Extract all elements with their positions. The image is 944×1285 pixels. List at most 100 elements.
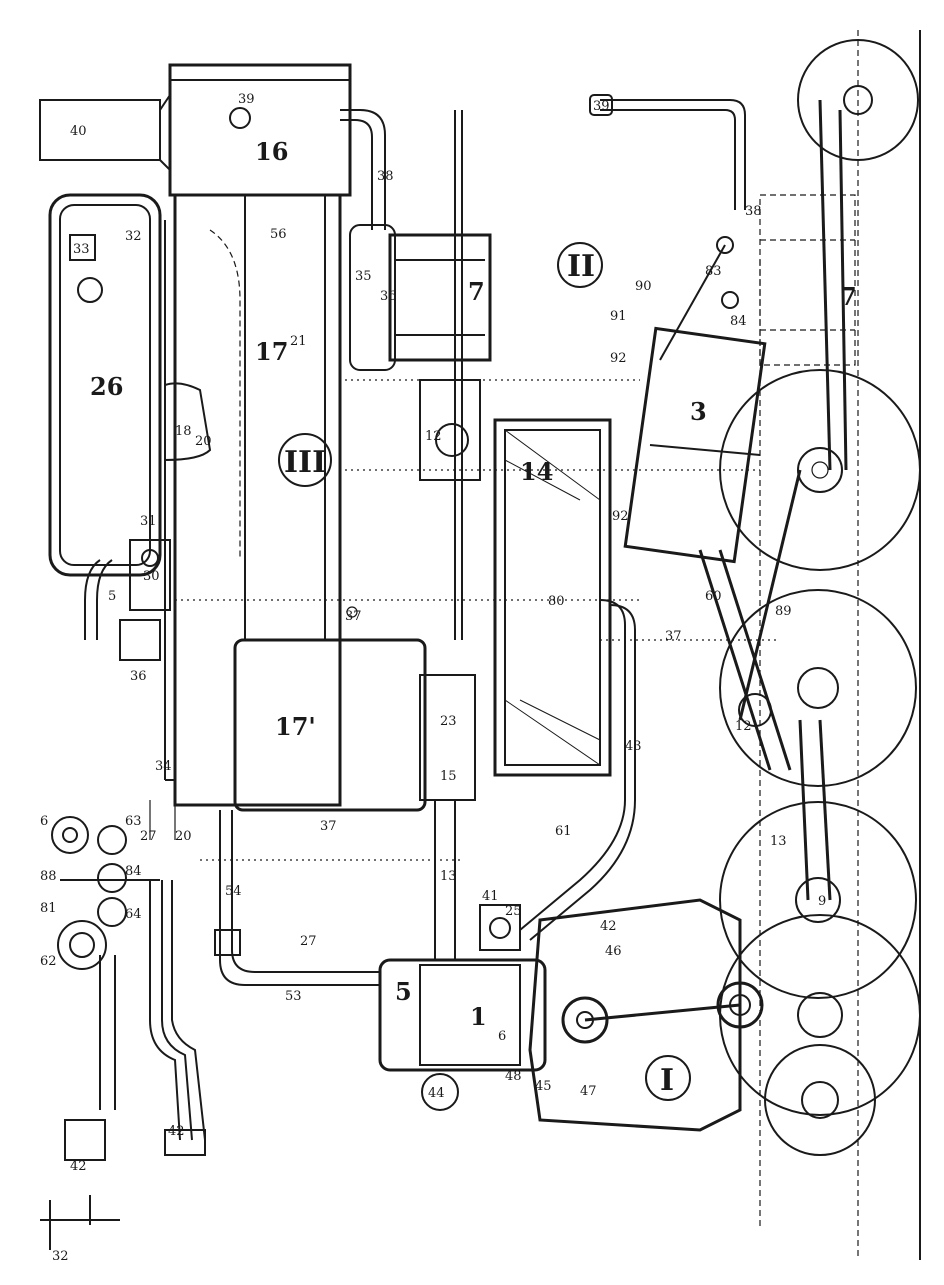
label-62: 62 (40, 954, 57, 969)
label-54: 54 (225, 884, 242, 899)
label-37-bottom: 37 (320, 819, 337, 834)
label-84-detail: 84 (125, 864, 142, 879)
radiator-26: 26 33 32 (48, 193, 162, 577)
label-5-engine: 5 (395, 977, 412, 1006)
pipe-13-lower: 13 (434, 800, 457, 960)
label-60: 60 (705, 589, 722, 604)
compressor-12-prime: 12 (419, 379, 481, 481)
label-44: 44 (428, 1086, 445, 1101)
label-5: 5 (108, 589, 116, 604)
left-scale: 27 20 34 36 (130, 669, 192, 844)
label-34: 34 (155, 759, 172, 774)
wheel-4 (719, 801, 917, 999)
wheel-5 (719, 914, 921, 1116)
label-39-right: 39 (593, 99, 610, 114)
frame-17: 17 56 21 (173, 193, 342, 807)
label-33: 33 (73, 242, 90, 257)
label-14: 14 (520, 457, 553, 486)
label-27-left: 27 (140, 829, 157, 844)
pipe-27-loop: 27 54 53 (214, 810, 380, 1004)
wheel-6 (764, 1044, 876, 1156)
label-13-lower: 13 (440, 869, 457, 884)
linkage-right: 39 38 90 91 83 84 (589, 94, 762, 361)
label-43: 43 (625, 739, 642, 754)
label-38-right: 38 (745, 204, 762, 219)
label-47: 47 (580, 1084, 597, 1099)
wheel-3 (719, 589, 917, 787)
detail-bracket: 32 (40, 1195, 120, 1264)
unit-18: 18 20 (164, 382, 212, 462)
label-13: 13 (770, 834, 787, 849)
label-23: 23 (440, 714, 457, 729)
label-17-prime: 17' (275, 712, 316, 741)
label-42: 42 (600, 919, 617, 934)
label-12: 12 (735, 719, 752, 734)
engine-block: 1 5 6 42 46 47 48 45 (378, 898, 764, 1132)
wheel-2 (719, 369, 921, 571)
exhaust-cone: 40 (39, 91, 171, 173)
gauge-44: 44 (421, 1073, 459, 1111)
label-27: 27 (300, 934, 317, 949)
service-lines (175, 379, 780, 861)
label-84: 84 (730, 314, 747, 329)
label-80: 80 (548, 594, 565, 609)
label-1: 1 (470, 1002, 487, 1031)
label-31: 31 (140, 514, 157, 529)
fitting-41: 41 25 (479, 889, 522, 951)
label-3: 3 (690, 397, 707, 426)
label-41: 41 (482, 889, 499, 904)
track-line (857, 30, 921, 1260)
tank-16: 16 39 (168, 63, 352, 197)
label-64: 64 (125, 907, 142, 922)
label-26: 26 (90, 372, 123, 401)
label-6: 6 (498, 1029, 506, 1044)
label-21: 21 (290, 334, 307, 349)
cylinder-3-assembly: 3 92 92 (610, 326, 767, 564)
label-32: 32 (125, 229, 142, 244)
label-36: 36 (380, 289, 397, 304)
label-20-left: 20 (175, 829, 192, 844)
label-45: 45 (535, 1079, 552, 1094)
box-14: 14 80 (493, 418, 612, 777)
label-92-bot: 92 (612, 509, 629, 524)
label-39: 39 (238, 92, 255, 107)
label-25: 25 (505, 904, 522, 919)
label-90: 90 (635, 279, 652, 294)
cylinder-7-top: 7 35 36 (349, 224, 492, 371)
label-89: 89 (775, 604, 792, 619)
label-42-prime: 42 (70, 1159, 87, 1174)
label-61: 61 (555, 824, 572, 839)
section-marker-III: III (278, 433, 332, 487)
valve-30: 31 30 5 (84, 514, 171, 661)
label-20: 20 (195, 434, 212, 449)
label-46: 46 (605, 944, 622, 959)
label-15: 15 (440, 769, 457, 784)
coupling-rods (738, 99, 848, 1230)
wheel-1 (797, 39, 919, 161)
roman-label-I: I (660, 1063, 674, 1098)
section-marker-I: I (645, 1055, 691, 1101)
label-9: 9 (818, 894, 826, 909)
label-17: 17 (255, 337, 288, 366)
label-12-prime: 12 (425, 429, 442, 444)
pipe-38: 38 (340, 109, 394, 230)
shaft-horizontal (454, 110, 463, 640)
cylinder-7-ghost: 7 (759, 194, 857, 366)
label-40: 40 (70, 124, 87, 139)
label-48: 48 (505, 1069, 522, 1084)
detail-pulleys: 6 63 84 88 81 64 62 (40, 814, 160, 1110)
label-7-ghost: 7 (840, 282, 857, 311)
label-56: 56 (270, 227, 287, 242)
label-35: 35 (355, 269, 372, 284)
label-83: 83 (705, 264, 722, 279)
label-63: 63 (125, 814, 142, 829)
label-18: 18 (175, 424, 192, 439)
label-7-top: 7 (468, 277, 485, 306)
label-88: 88 (40, 869, 57, 884)
misc-labels: 37 61 60 89 37 37 (320, 589, 792, 839)
label-42-detail: 42 (168, 1124, 185, 1139)
label-37-right: 37 (665, 629, 682, 644)
label-6-detail: 6 (40, 814, 48, 829)
